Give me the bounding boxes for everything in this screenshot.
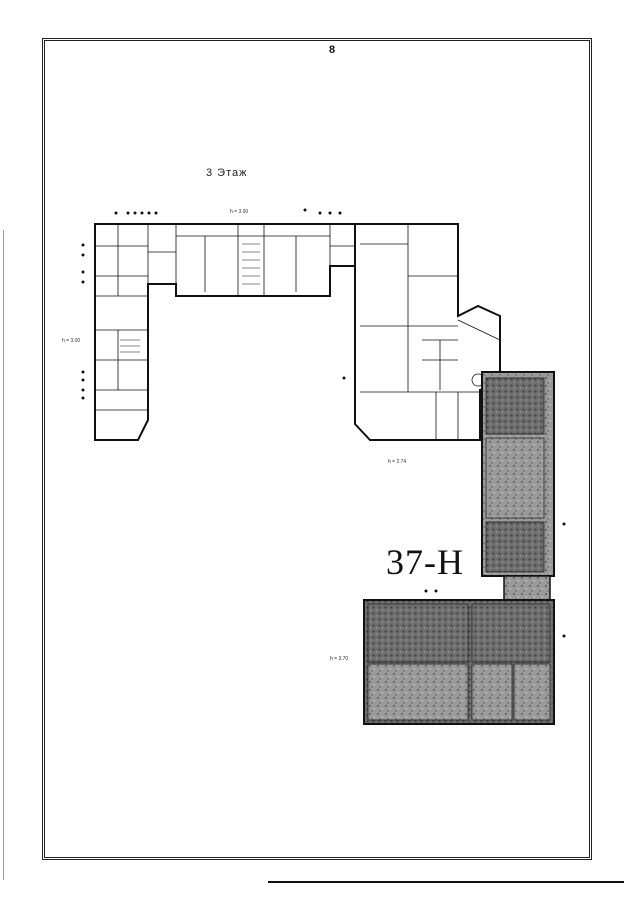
- height-label-top: h = 3.00: [230, 209, 249, 215]
- floor-title: 3 Этаж: [206, 167, 248, 179]
- middle-block: [354, 223, 501, 441]
- page-number: 8: [328, 44, 336, 56]
- unit-label: 37-Н: [386, 542, 464, 582]
- bottom-rule: [268, 881, 624, 883]
- scan-edge-mark: [3, 230, 4, 880]
- height-label-lower: h = 3.70: [330, 656, 349, 662]
- unit-37h-strip: [481, 371, 555, 607]
- height-label-right: h = 2.74: [388, 459, 407, 465]
- facade-markers: [81, 208, 566, 638]
- height-label-left: h = 3.00: [62, 338, 81, 344]
- left-wing: [94, 223, 356, 441]
- page-frame: [42, 38, 592, 860]
- unit-37h-lower-block: [363, 599, 555, 725]
